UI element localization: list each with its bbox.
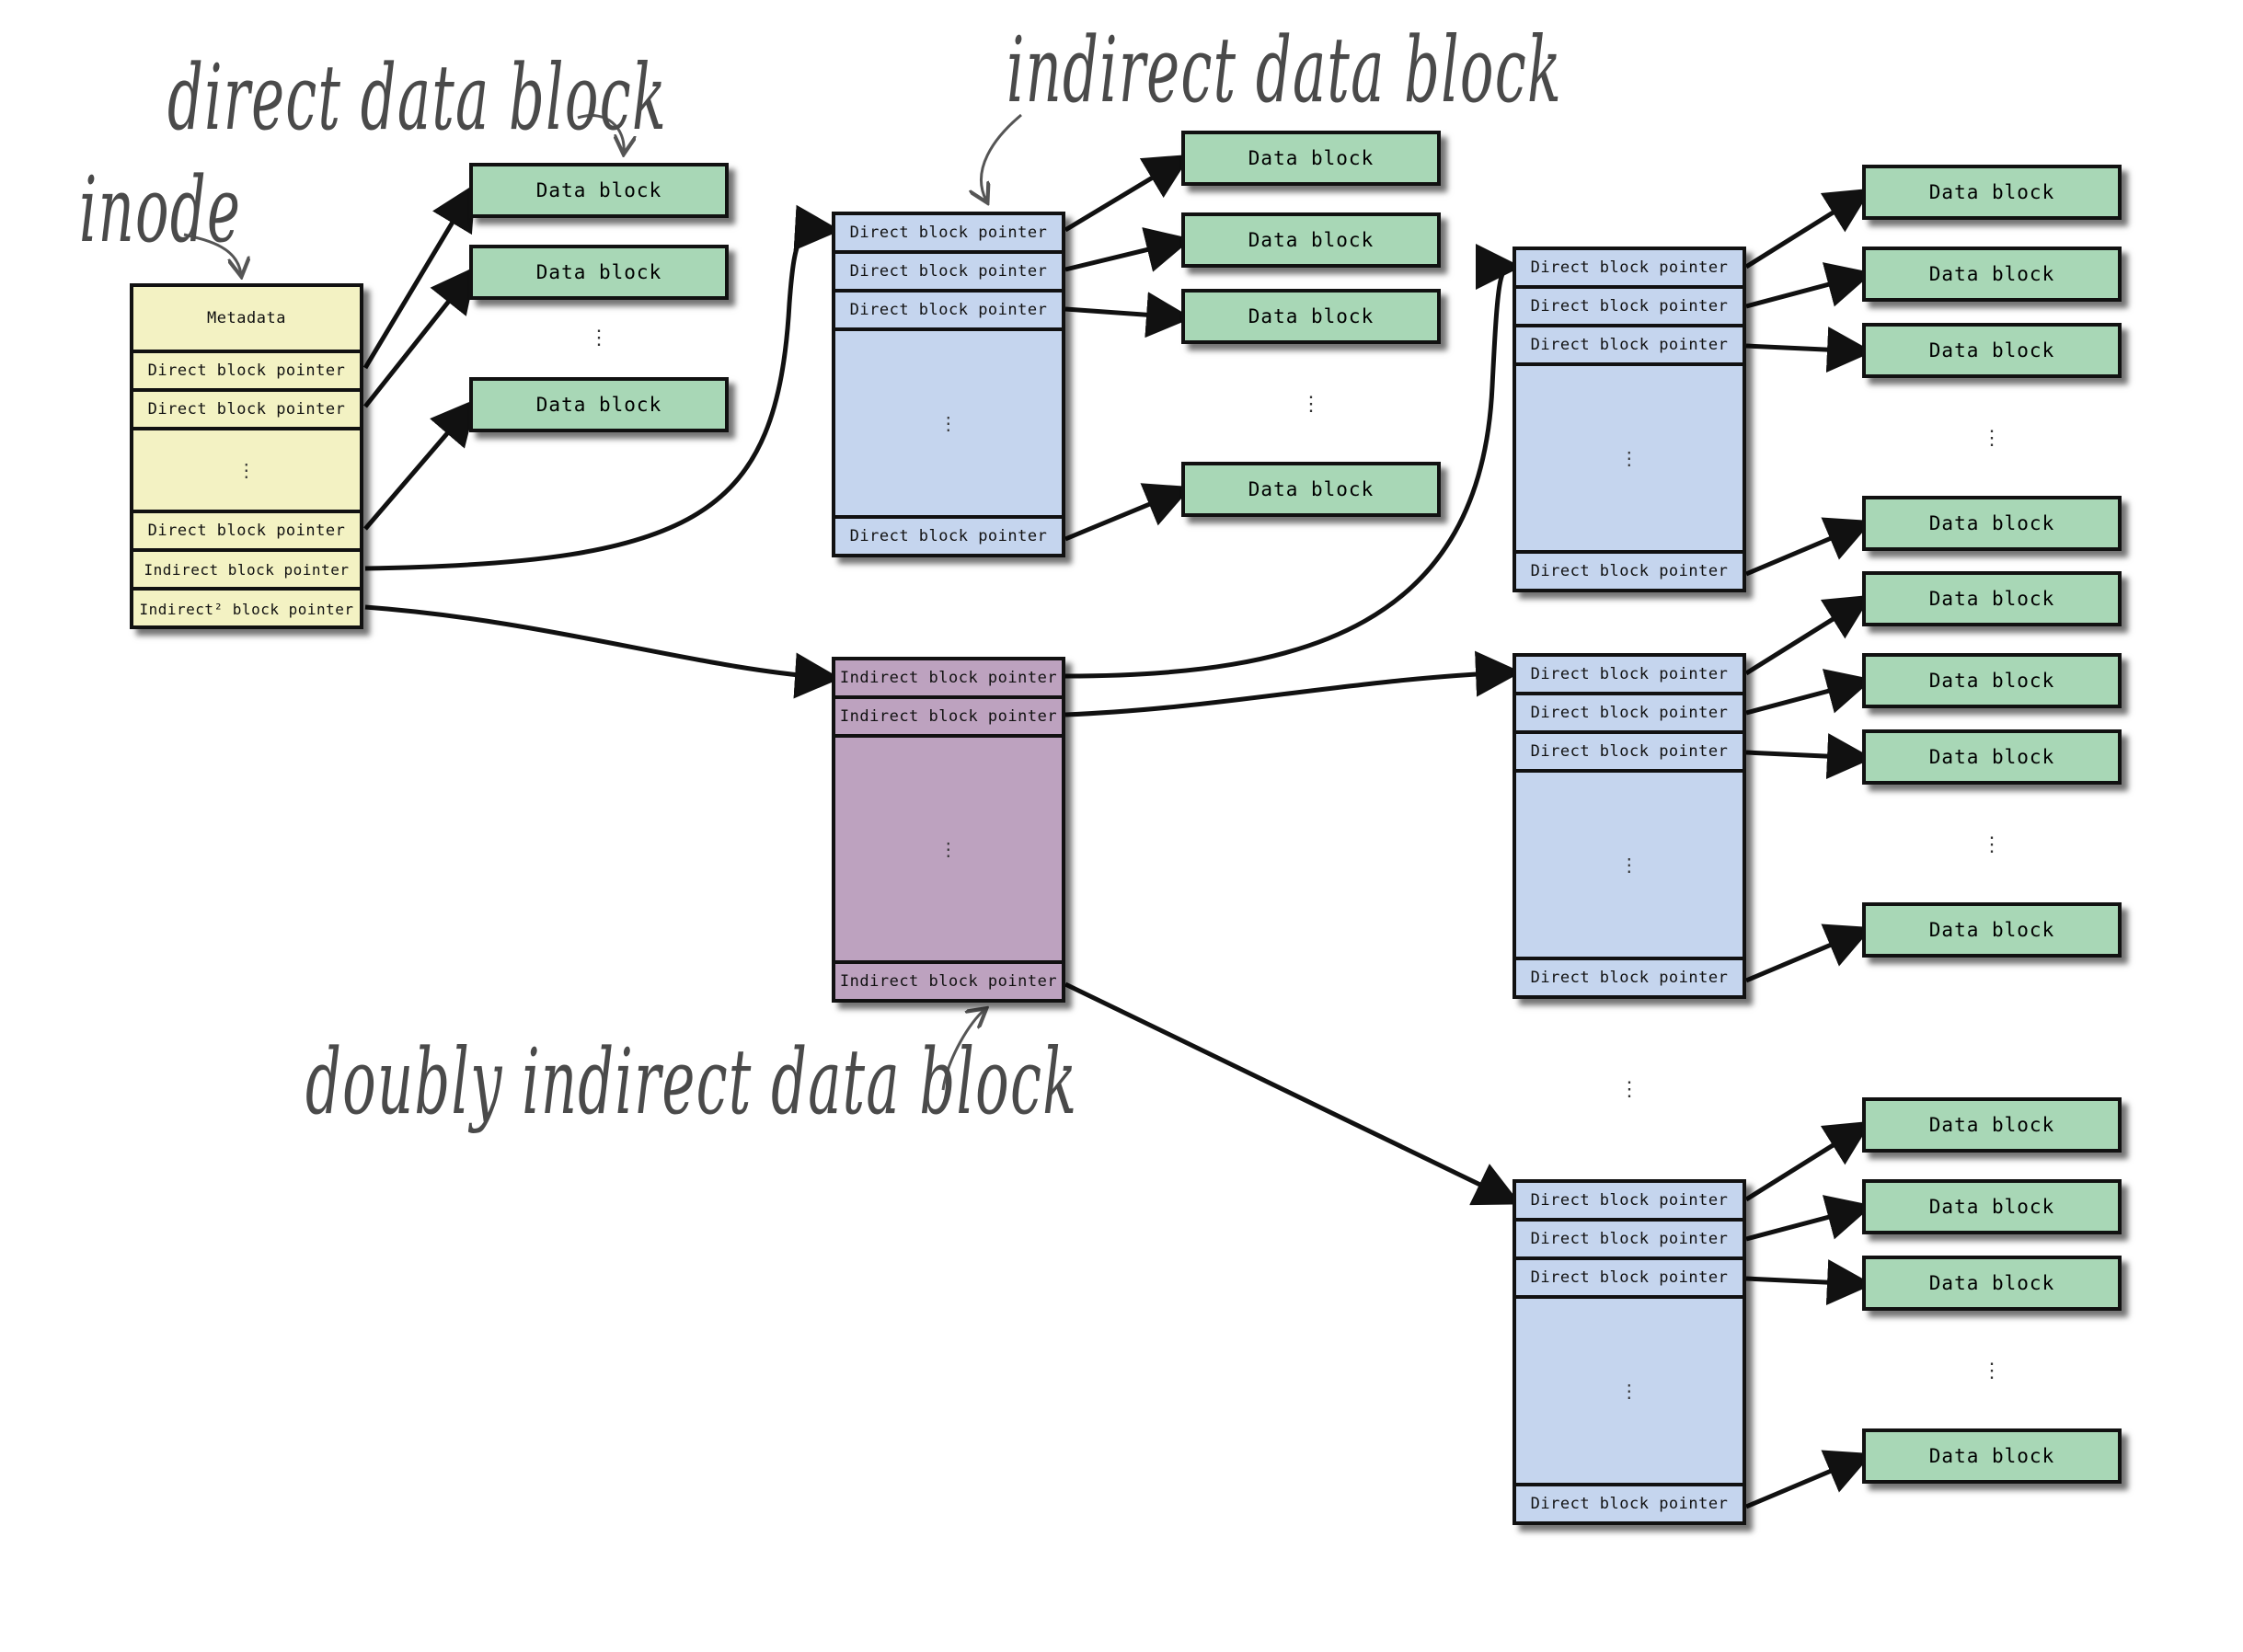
pointer-arrow (1064, 981, 1522, 1206)
pointer-arrow (1744, 1120, 1872, 1202)
pointer-ellipsis: ⋮ (1516, 773, 1743, 960)
doubly-indirect-data-block-label: doubly indirect data block (305, 1030, 1078, 1135)
pointer-arrow (364, 604, 841, 699)
data-block: Data block (1862, 247, 2122, 302)
direct-pointer-row: Direct block pointer (835, 254, 1062, 293)
direct-pointer-row: Direct block pointer (1516, 250, 1743, 289)
direct-pointer-row: Direct block pointer (1516, 289, 1743, 327)
indirect-pointer-row: Indirect block pointer (839, 972, 1058, 991)
inode-direct-pointer-n: Direct block pointer (133, 513, 360, 552)
data-block: Data block (1181, 462, 1441, 517)
pointer-ellipsis: ⋮ (835, 331, 1062, 519)
direct-pointer-row: Direct block pointer (1516, 695, 1743, 734)
data-block: Data block (1862, 1097, 2122, 1153)
direct-pointer-row: Direct block pointer (835, 215, 1062, 254)
doubly-indirect-block: Indirect block pointer Indirect block po… (832, 657, 1065, 1003)
pointer-arrow (364, 204, 841, 571)
label-curve-inode (183, 233, 241, 274)
direct-pointer-row: Direct block pointer (835, 293, 1062, 331)
pointer-arrow (1064, 292, 1192, 338)
data-block: Data block (1862, 571, 2122, 626)
data-block: Data block (1862, 1179, 2122, 1234)
direct-pointer-row: Direct block pointer (1516, 1260, 1743, 1299)
inode-direct-pointer-2: Direct block pointer (133, 392, 360, 430)
data-block: Data block (1181, 131, 1441, 186)
pointer-arrow (363, 266, 477, 408)
inode-indirect2-pointer: Indirect² block pointer (139, 600, 354, 618)
indirect-block: Direct block pointer Direct block pointe… (1513, 653, 1746, 999)
data-block: Data block (469, 163, 729, 218)
direct-pointer-row: Direct block pointer (1530, 1495, 1729, 1513)
data-block: Data block (469, 377, 729, 432)
indirect-pointer-row: Indirect block pointer (835, 699, 1062, 738)
data-block: Data block (1862, 902, 2122, 958)
indirect-block: Direct block pointer Direct block pointe… (1513, 247, 1746, 592)
inode-metadata: Metadata (133, 287, 360, 353)
pointer-arrow (363, 398, 477, 531)
pointer-arrow (1064, 650, 1522, 717)
data-block: Data block (1862, 729, 2122, 785)
ellipsis: ⋮ (1982, 1359, 2002, 1382)
direct-data-block-label: direct data block (167, 46, 668, 151)
pointer-arrow (1064, 483, 1192, 542)
direct-pointer-row: Direct block pointer (1516, 1183, 1743, 1222)
inode-ellipsis: ⋮ (133, 430, 360, 513)
pointer-arrow (1064, 154, 1191, 233)
pointer-arrow (1745, 262, 1873, 309)
pointer-arrow (1745, 669, 1873, 716)
data-block: Data block (1181, 289, 1441, 344)
inode-label: inode (79, 158, 242, 263)
direct-pointer-row: Direct block pointer (1516, 657, 1743, 695)
direct-pointer-row: Direct block pointer (1516, 1222, 1743, 1260)
inode-direct-pointer-1: Direct block pointer (133, 353, 360, 392)
direct-pointer-row: Direct block pointer (1530, 562, 1729, 580)
pointer-ellipsis: ⋮ (1516, 366, 1743, 554)
data-block: Data block (1862, 496, 2122, 551)
ellipsis: ⋮ (1982, 833, 2002, 856)
ellipsis: ⋮ (1301, 393, 1321, 416)
direct-pointer-row: Direct block pointer (1516, 734, 1743, 773)
pointer-arrow (1745, 327, 1873, 373)
inode-block: Metadata Direct block pointer Direct blo… (130, 283, 363, 629)
pointer-arrow (1745, 517, 1873, 577)
label-curve-direct (577, 114, 624, 152)
indirect-data-block-label: indirect data block (1006, 18, 1563, 123)
data-block: Data block (1862, 323, 2122, 378)
ellipsis: ⋮ (1982, 427, 2002, 450)
pointer-arrow (362, 183, 477, 370)
data-block: Data block (1862, 653, 2122, 708)
pointer-arrow (1744, 594, 1872, 676)
indirect-pointer-row: Indirect block pointer (835, 660, 1062, 699)
data-block: Data block (469, 245, 729, 300)
data-block: Data block (1181, 212, 1441, 268)
ellipsis: ⋮ (589, 327, 609, 350)
pointer-arrow (1745, 1450, 1873, 1509)
data-block: Data block (1862, 1428, 2122, 1484)
pointer-arrow (1064, 244, 1522, 679)
pointer-arrow (1744, 188, 1872, 270)
pointer-ellipsis: ⋮ (835, 738, 1062, 964)
inode-indirect-pointer: Indirect block pointer (133, 552, 360, 591)
label-curve-indirect (981, 113, 1022, 201)
pointer-ellipsis: ⋮ (1516, 1299, 1743, 1486)
indirect-block: Direct block pointer Direct block pointe… (832, 212, 1065, 557)
indirect-block: Direct block pointer Direct block pointe… (1513, 1179, 1746, 1525)
direct-pointer-row: Direct block pointer (1516, 327, 1743, 366)
pointer-arrow (1745, 1259, 1873, 1306)
direct-pointer-row: Direct block pointer (1530, 969, 1729, 987)
data-block: Data block (1862, 165, 2122, 220)
data-block: Data block (1862, 1256, 2122, 1311)
label-curve-doubly (941, 1010, 984, 1091)
pointer-arrow (1745, 924, 1873, 983)
pointer-arrow (1745, 1195, 1873, 1242)
ellipsis: ⋮ (1619, 1078, 1639, 1101)
direct-pointer-row: Direct block pointer (849, 527, 1048, 545)
pointer-arrow (1064, 227, 1192, 272)
pointer-arrow (1745, 733, 1873, 780)
